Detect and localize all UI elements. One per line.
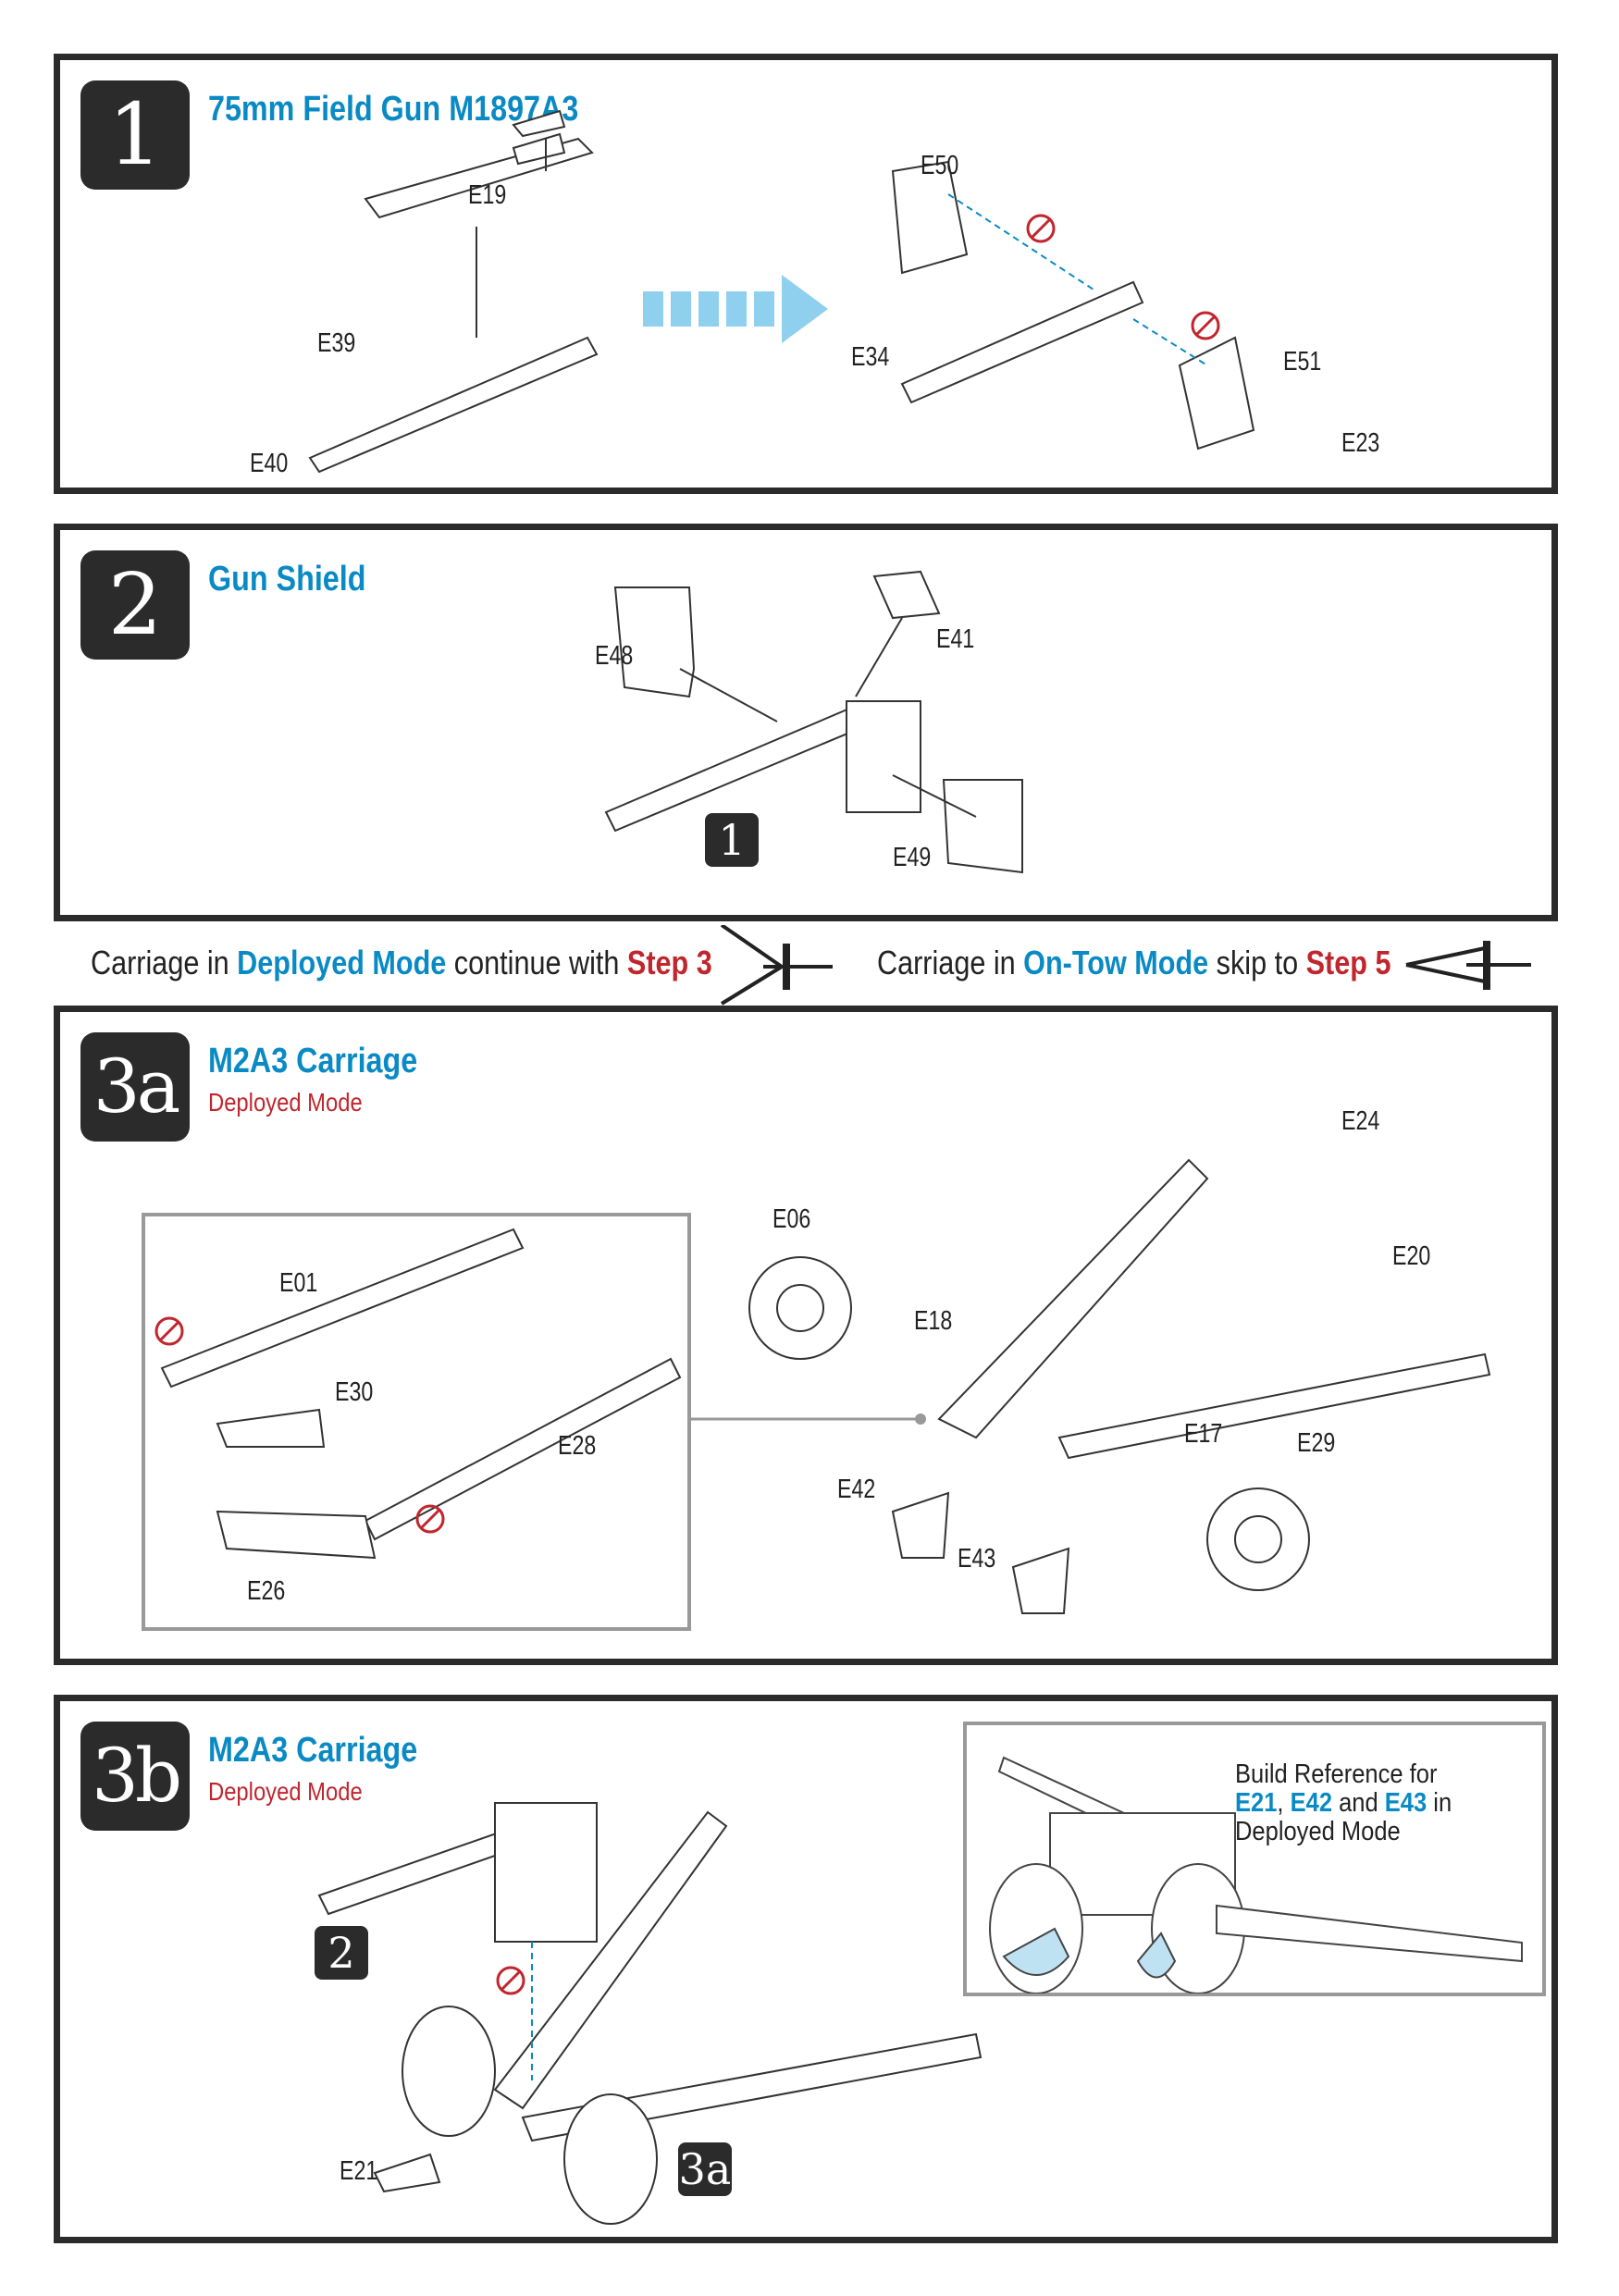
part-label: E20 xyxy=(1392,1241,1431,1271)
gun-assembly-drawing xyxy=(308,109,1255,474)
step-1-panel: 1 75mm Field Gun M1897A3 E19 E39 E40 E50… xyxy=(54,54,1558,494)
part-label: E01 xyxy=(279,1268,318,1298)
part-label: E34 xyxy=(851,342,890,372)
step-3a-panel: 3a M2A3 Carriage Deployed Mode E24 E06 E… xyxy=(54,1006,1558,1665)
step-reference: Step 3 xyxy=(626,944,712,981)
part-label: E50 xyxy=(921,151,959,180)
part-label: E41 xyxy=(936,624,975,654)
step-title: M2A3 Carriage xyxy=(208,1731,418,1770)
no-glue-icon xyxy=(154,1316,445,1534)
on-tow-mode-note: Carriage in On-Tow Mode skip to Step 5 xyxy=(877,944,1390,982)
step-number-badge: 3b xyxy=(80,1722,190,1831)
part-label: E43 xyxy=(958,1544,996,1574)
reference-line: Deployed Mode xyxy=(1235,1817,1401,1846)
step-reference-badge: 1 xyxy=(705,813,759,867)
no-glue-icon xyxy=(1026,214,1220,340)
part-label: E17 xyxy=(1184,1419,1223,1449)
part-label: E21 xyxy=(340,2156,378,2186)
part-ref: E21 xyxy=(1235,1788,1278,1818)
step-number-badge: 2 xyxy=(80,550,190,660)
reference-line: E21, E42 and E43 in xyxy=(1235,1789,1452,1818)
part-label: E48 xyxy=(595,641,634,671)
part-label: E28 xyxy=(558,1431,597,1461)
deployed-mode-note: Carriage in Deployed Mode continue with … xyxy=(91,944,712,982)
part-label: E29 xyxy=(1297,1428,1336,1458)
part-label: E42 xyxy=(837,1475,876,1504)
step-title: 75mm Field Gun M1897A3 xyxy=(208,90,579,129)
part-ref: E43 xyxy=(1384,1788,1427,1818)
no-glue-icon xyxy=(496,1966,525,1995)
step-title: M2A3 Carriage xyxy=(208,1042,418,1080)
barrel-part-drawing xyxy=(308,336,599,474)
build-reference-box: Build Reference for E21, E42 and E43 in … xyxy=(963,1722,1546,1996)
part-label: E24 xyxy=(1341,1106,1380,1136)
mode-name: Deployed Mode xyxy=(237,944,447,981)
note-text: Carriage in xyxy=(91,944,238,981)
step-reference-badge: 2 xyxy=(315,1926,368,1980)
step-subtitle: Deployed Mode xyxy=(208,1088,363,1117)
part-label: E06 xyxy=(772,1204,811,1234)
reference-gun-drawing xyxy=(989,1756,1523,1994)
part-label: E51 xyxy=(1283,347,1322,376)
step-3b-panel: 3b M2A3 Carriage Deployed Mode 2 3a E21 … xyxy=(54,1695,1558,2243)
part-label: E40 xyxy=(250,449,289,478)
separator: and xyxy=(1332,1788,1385,1818)
part-ref: E42 xyxy=(1290,1788,1333,1818)
on-tow-carriage-icon xyxy=(1405,941,1531,990)
step-reference-badge: 3a xyxy=(678,2142,732,2196)
part-label: E39 xyxy=(317,328,356,358)
build-reference-text: Build Reference for E21, E42 and E43 in … xyxy=(1235,1760,1452,1846)
step-number-badge: 1 xyxy=(80,80,190,190)
step-title: Gun Shield xyxy=(208,560,366,599)
gun-shield-drawing xyxy=(604,570,1023,874)
part-label: E18 xyxy=(914,1306,953,1336)
mode-name: On-Tow Mode xyxy=(1023,944,1209,981)
trail-subassembly-inset xyxy=(142,1213,691,1631)
reference-line: Build Reference for xyxy=(1235,1759,1438,1789)
step-reference: Step 5 xyxy=(1305,944,1391,981)
part-label: E26 xyxy=(247,1576,286,1606)
breech-part-drawing xyxy=(364,132,594,219)
assembly-arrow-icon xyxy=(643,275,828,343)
deployed-carriage-icon xyxy=(720,925,833,1006)
part-label: E19 xyxy=(468,180,507,210)
note-text: Carriage in xyxy=(877,944,1024,981)
separator: , xyxy=(1277,1788,1291,1818)
step-number-badge: 3a xyxy=(80,1032,190,1142)
separator: in xyxy=(1427,1788,1452,1818)
note-text: skip to xyxy=(1208,944,1306,981)
step-subtitle: Deployed Mode xyxy=(208,1777,363,1806)
part-label: E30 xyxy=(335,1377,374,1407)
part-label: E23 xyxy=(1341,428,1380,458)
part-label: E49 xyxy=(893,843,932,872)
note-text: continue with xyxy=(446,944,627,981)
elevation-arc-part xyxy=(512,109,566,138)
assembled-gun-drawing xyxy=(900,280,1144,404)
final-assembly-drawing xyxy=(317,1802,983,2225)
step-2-panel: 2 Gun Shield 1 E48 E41 E49 xyxy=(54,524,1558,921)
carriage-drawing xyxy=(154,1158,1491,1614)
